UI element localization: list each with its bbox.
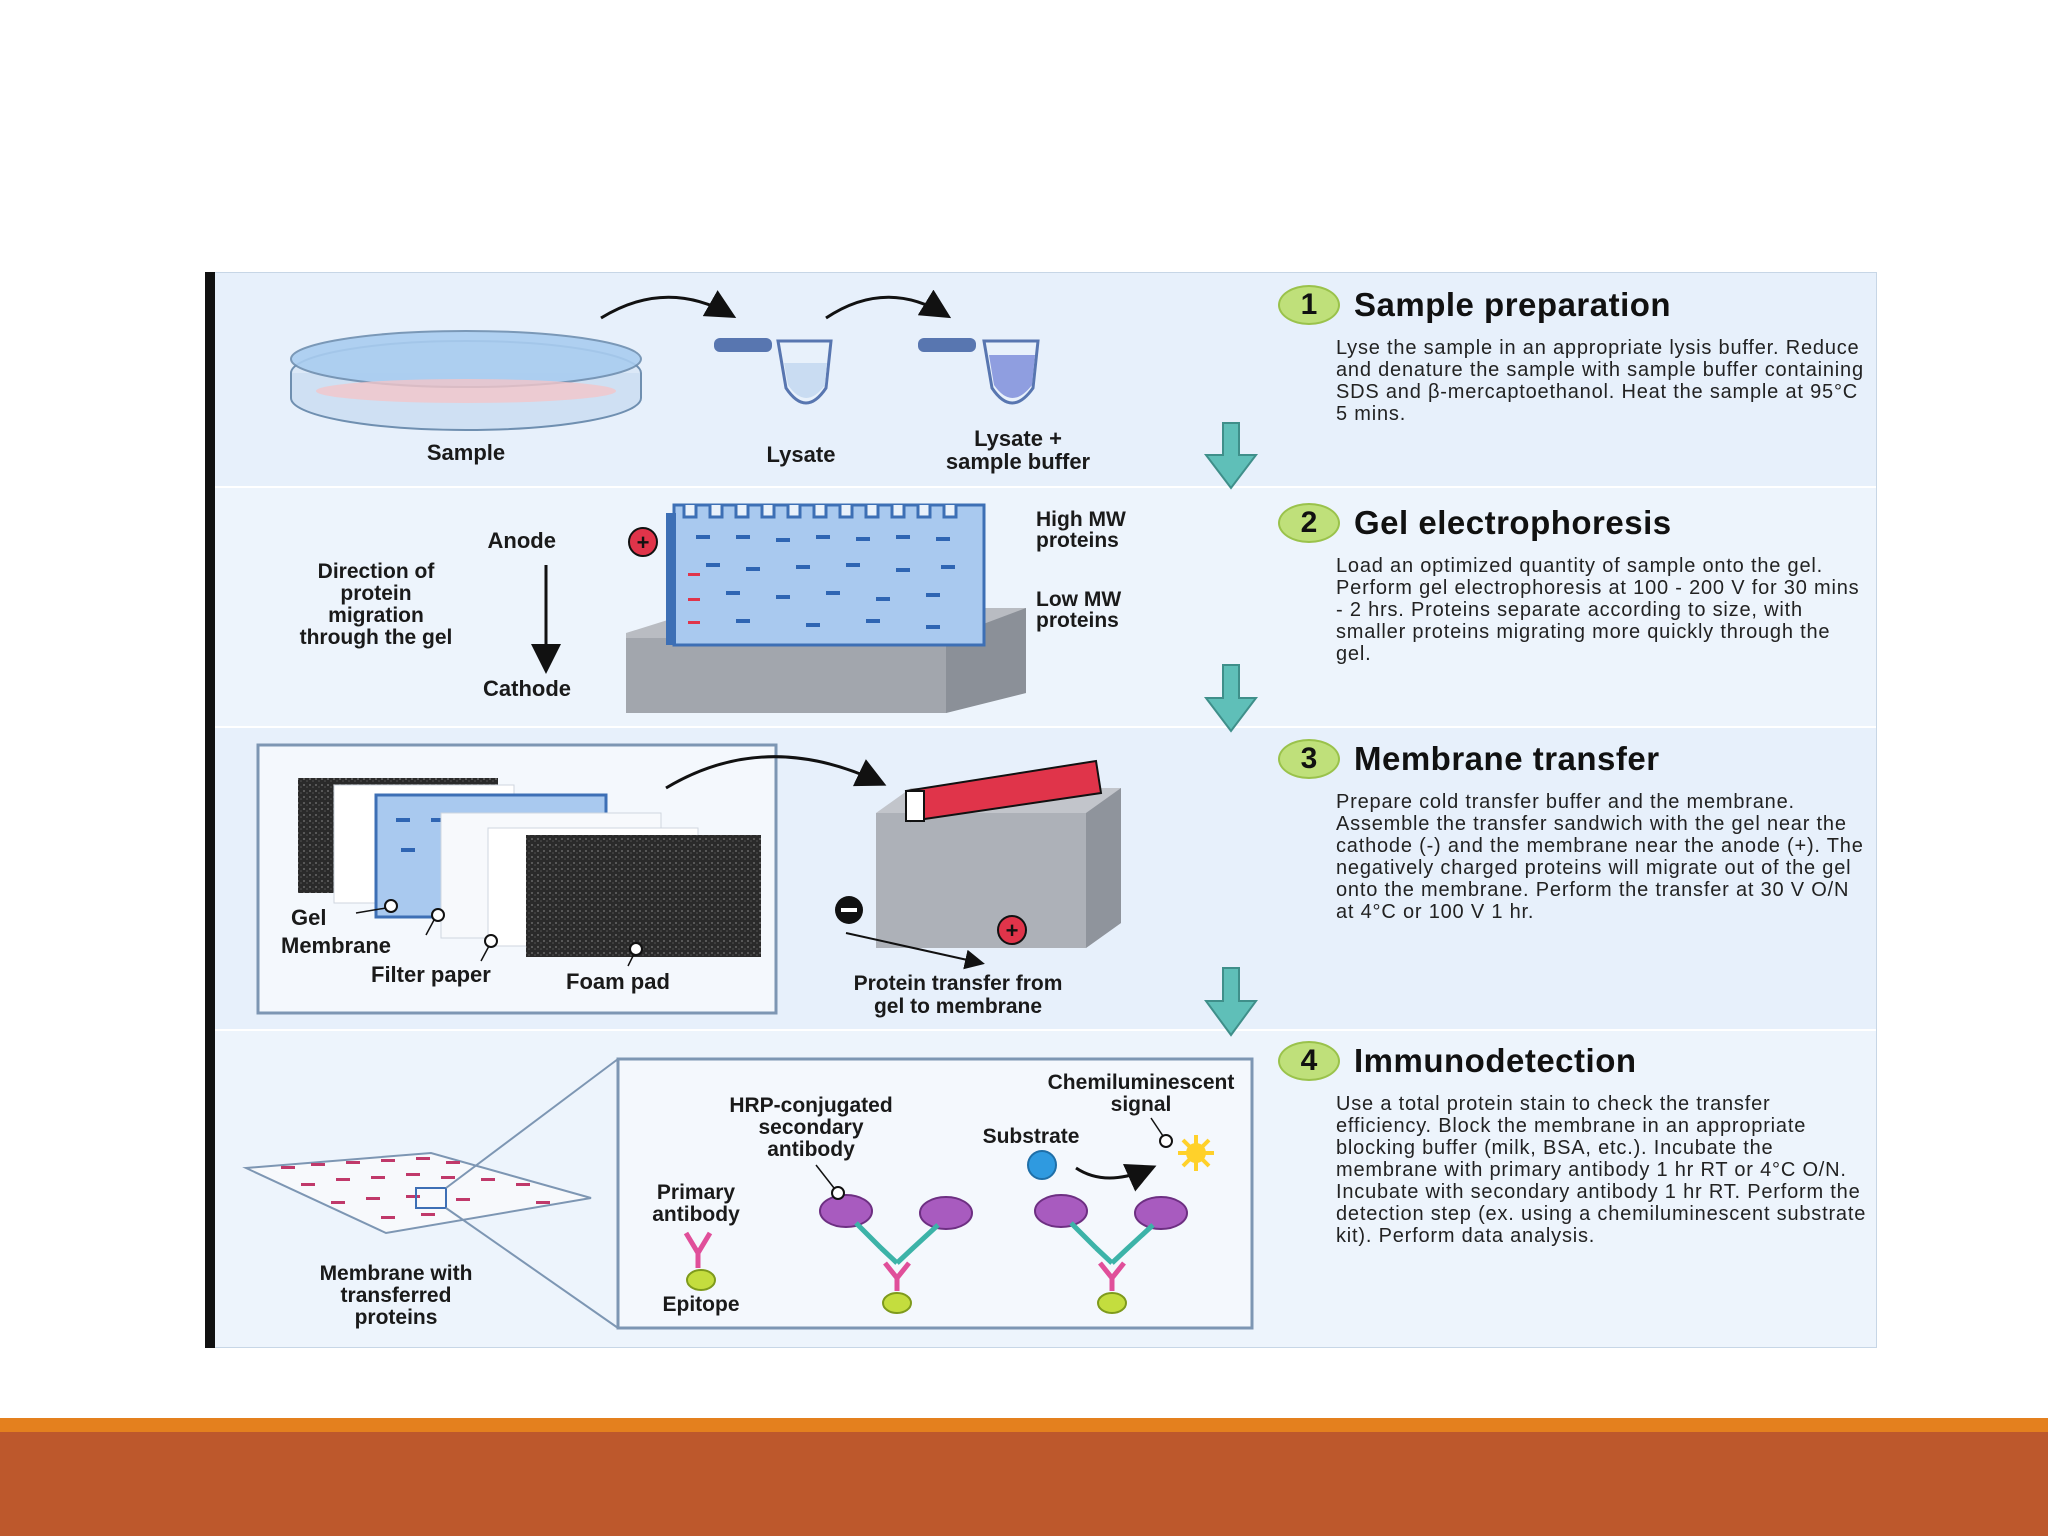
anode-sign: + — [637, 530, 650, 555]
step-1-number-badge: 1 — [1278, 285, 1340, 325]
label-membrane: Membrane — [281, 933, 391, 958]
label-hrp-line2: secondary — [758, 1116, 863, 1139]
label-direction-line2: protein — [340, 582, 411, 605]
label-foam-pad: Foam pad — [566, 969, 670, 994]
step-2: 2 Gel electrophoresis Load an optimized … — [1278, 501, 1868, 665]
label-chemi-line1: Chemiluminescent — [1048, 1071, 1235, 1094]
step-3-description: Prepare cold transfer buffer and the mem… — [1336, 791, 1864, 923]
chemiluminescent-signal-icon — [1150, 1117, 1214, 1171]
transfer-direction-arrow — [845, 932, 985, 970]
lysate-buffer-tube-icon — [918, 338, 1040, 405]
down-arrow-3 — [1204, 967, 1258, 1037]
label-primary-line2: antibody — [652, 1203, 740, 1226]
label-high-mw-line1: High MW — [1036, 508, 1126, 531]
immunodetection-box — [616, 1057, 1254, 1330]
western-blot-figure: Sample Lysate Lysate + sample buffer Ano… — [205, 272, 1877, 1348]
step-1-title: Sample preparation — [1354, 286, 1672, 323]
label-lysate-buffer-line1: Lysate + — [974, 426, 1062, 451]
label-cathode: Cathode — [483, 676, 571, 701]
arrow-lysate-to-buffer — [825, 289, 952, 320]
label-high-mw-line2: proteins — [1036, 529, 1119, 552]
step-4-number-badge: 4 — [1278, 1041, 1340, 1081]
label-direction-line3: migration — [328, 604, 424, 627]
label-hrp-line1: HRP-conjugated — [729, 1094, 892, 1117]
step-2-number-badge: 2 — [1278, 503, 1340, 543]
label-lysate-buffer-line2: sample buffer — [946, 449, 1091, 474]
label-gel: Gel — [291, 905, 326, 930]
step-3-title: Membrane transfer — [1354, 740, 1660, 777]
substrate-icon — [1027, 1150, 1057, 1180]
label-lysate: Lysate — [767, 442, 836, 467]
down-arrows — [1203, 422, 1259, 1037]
lysate-tube-icon — [714, 338, 833, 405]
label-epitope: Epitope — [663, 1293, 740, 1316]
step-1: 1 Sample preparation Lyse the sample in … — [1278, 283, 1868, 425]
gel-slab — [666, 503, 986, 647]
substrate-arrow — [1075, 1164, 1157, 1192]
label-mem-line1: Membrane with — [320, 1262, 473, 1285]
transfer-sandwich — [298, 778, 761, 967]
transfer-minus-bar — [841, 908, 857, 912]
label-mem-line3: proteins — [355, 1306, 438, 1329]
down-arrow-2 — [1203, 664, 1259, 733]
label-transfer-line2: gel to membrane — [874, 995, 1042, 1018]
label-low-mw-line2: proteins — [1036, 609, 1119, 632]
label-transfer-line1: Protein transfer from — [854, 972, 1063, 995]
anode-plus-icon — [628, 527, 658, 557]
transfer-tank — [876, 759, 1121, 948]
arrow-sample-to-lysate — [600, 290, 737, 320]
label-hrp-line3: antibody — [767, 1138, 855, 1161]
label-chemi-line2: signal — [1111, 1093, 1172, 1116]
membrane-with-proteins — [242, 1058, 619, 1329]
slide-footer-stripe — [0, 1418, 2048, 1432]
primary-antibody-icon — [683, 1231, 716, 1291]
label-direction-line4: through the gel — [300, 626, 453, 649]
slide-left-bar — [205, 272, 215, 1348]
band-gel-electrophoresis — [206, 486, 1876, 728]
step-1-description: Lyse the sample in an appropriate lysis … — [1336, 337, 1864, 425]
label-low-mw-line1: Low MW — [1036, 588, 1121, 611]
label-substrate: Substrate — [983, 1125, 1080, 1148]
transfer-plus-icon — [997, 915, 1027, 945]
step-2-description: Load an optimized quantity of sample ont… — [1336, 555, 1860, 665]
transfer-plus-sign: + — [1006, 918, 1019, 943]
diagram-illustrations: Sample Lysate Lysate + sample buffer Ano… — [242, 289, 1259, 1330]
step-4-description: Use a total protein stain to check the t… — [1336, 1093, 1867, 1247]
label-direction-line1: Direction of — [318, 560, 436, 583]
antibody-complex-right — [1034, 1194, 1188, 1314]
step-2-title: Gel electrophoresis — [1354, 504, 1672, 541]
label-mem-line2: transferred — [341, 1284, 452, 1307]
label-filter-paper: Filter paper — [371, 962, 491, 987]
antibody-complex-left — [815, 1164, 973, 1314]
foam-pad-front — [526, 835, 761, 957]
label-primary-line1: Primary — [657, 1181, 736, 1204]
label-sample: Sample — [427, 440, 505, 465]
step-4-title: Immunodetection — [1354, 1042, 1637, 1079]
step-4: 4 Immunodetection Use a total protein st… — [1278, 1039, 1868, 1247]
slide-footer-band — [0, 1418, 2048, 1536]
step-3-number-badge: 3 — [1278, 739, 1340, 779]
arrow-to-transfer-tank — [665, 755, 887, 790]
step-3: 3 Membrane transfer Prepare cold transfe… — [1278, 737, 1868, 923]
label-anode: Anode — [488, 528, 556, 553]
petri-dish — [290, 330, 642, 431]
down-arrow-1 — [1203, 422, 1259, 490]
